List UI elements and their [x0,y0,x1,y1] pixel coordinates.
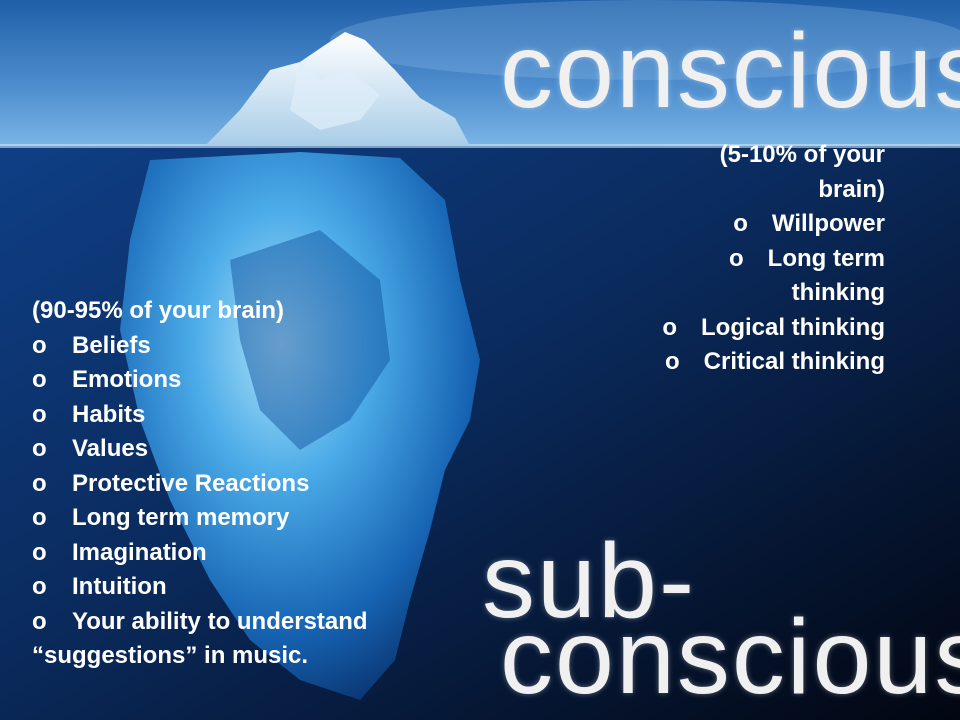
bullet-icon: o [32,435,47,462]
list-item-label: Imagination [72,538,207,566]
list-item: o Long term memory [32,501,368,536]
list-item: o Beliefs [32,329,368,364]
list-item-label: Long term memory [72,504,290,531]
conscious-heading: conscious [500,12,960,130]
list-item-label: Habits [72,400,146,428]
list-item: o Critical thinking [662,345,885,380]
conscious-percent-line2: brain) [818,175,885,203]
list-item: o Your ability to understand [32,605,368,640]
list-item-continuation: thinking [662,276,885,311]
sub-heading: sub- [482,522,697,640]
list-item-label: Intuition [72,573,167,600]
list-item-label: Beliefs [72,331,151,359]
bullet-icon: o [729,244,744,272]
list-item-label: Values [72,435,149,462]
bullet-icon: o [32,538,47,566]
list-item: o Values [32,432,368,467]
list-item-continuation: “suggestions” in music. [32,642,309,669]
list-item-label: thinking [791,279,885,306]
list-item: o Willpower [662,207,885,242]
list-item-label: Protective Reactions [72,469,310,497]
bullet-icon: o [662,313,677,341]
list-item: o Protective Reactions [32,467,368,502]
bullet-icon: o [32,469,47,497]
list-item-label: Your ability to understand [72,607,368,635]
bullet-icon: o [664,348,680,375]
bullet-icon: o [32,573,47,600]
list-item-label: Logical thinking [701,313,885,341]
list-item: o Habits [32,398,368,433]
subconscious-heading: conscious [500,598,960,716]
list-item-label: Critical thinking [703,348,885,375]
bullet-icon: o [32,331,47,359]
list-item: o Imagination [32,536,368,571]
list-item: o Logical thinking [662,311,885,346]
list-item-label: Willpower [771,210,885,237]
list-item: o Emotions [32,363,368,398]
list-item-label: Emotions [72,366,182,393]
subconscious-percent: (90-95% of your brain) [32,297,285,324]
bullet-icon: o [733,210,748,237]
bullet-icon: o [32,400,47,428]
bullet-icon: o [32,504,47,531]
list-item-label: Long term [767,244,885,272]
bullet-icon: o [32,607,47,635]
bullet-icon: o [32,366,47,393]
list-item: o Intuition [32,570,368,605]
list-item: o Long term [662,242,885,277]
conscious-percent-line1: (5-10% of your [719,141,885,168]
